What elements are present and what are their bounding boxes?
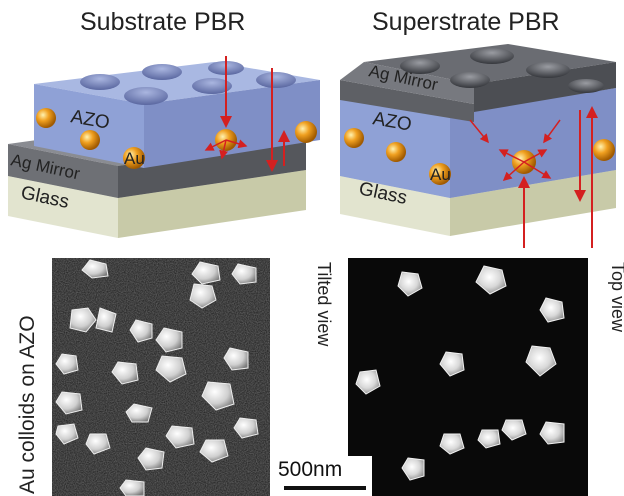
substrate-glass-front [8,176,118,238]
superstrate-dome [568,79,604,93]
scale-bar-line [284,486,366,490]
nanoparticle [111,361,139,385]
nanoparticle [475,265,507,295]
nanoparticle [137,447,165,471]
nanoparticle [95,307,117,333]
au-particle [80,130,100,150]
superstrate-glass-side [450,170,616,236]
substrate-stack: AZO Au Ag Mirror Glass [8,56,320,238]
pbr-schematics: AZO Au Ag Mirror Glass [8,44,616,248]
superstrate-dome [526,62,570,78]
scale-bar-label: 500nm [278,458,343,481]
substrate-glass-side [118,170,306,238]
nanoparticle [125,403,153,423]
superstrate-stack: Ag Mirror AZO Au Glass [340,44,616,248]
superstrate-mirror-side [474,62,616,112]
superstrate-mirror-slab [340,62,474,104]
nanoparticle [525,345,557,377]
tilted-view-label: Tilted view [314,262,334,347]
nanoparticle [355,369,381,395]
substrate-au-label: Au [124,149,145,168]
scatter-arrow [498,149,525,163]
nanoparticle [539,297,565,323]
superstrate-dome [470,48,514,64]
substrate-pbr-title: Substrate PBR [80,8,246,36]
substrate-azo-side [144,80,320,168]
nanoparticle [165,425,195,449]
substrate-mirror-front [8,144,118,198]
superstrate-mirror-front [340,80,474,122]
substrate-dome [192,78,232,94]
nanoparticle [155,355,187,383]
nanoparticle [55,423,79,445]
nanoparticle [199,439,229,463]
scatter-arrow [523,149,548,163]
nanoparticle [539,421,565,445]
nanoparticle [55,353,79,375]
sem-top-image [348,258,588,496]
substrate-dome [256,72,296,88]
nanoparticle [501,419,527,441]
nanoparticle [129,319,153,343]
nanoparticle [477,429,501,449]
nanoparticle [85,433,111,455]
au-particle [593,139,615,161]
nanoparticle [233,417,259,439]
superstrate-au-label: Au [430,165,451,184]
nanoparticle [119,479,145,496]
scatter-arrow [543,119,561,144]
top-view-label: Top view [608,262,624,333]
nanoparticle [439,433,465,455]
nanoparticle [191,261,221,285]
scatter-arrow [502,161,525,182]
nanoparticle [223,347,249,371]
substrate-dome [142,64,182,80]
nanoparticle [231,263,257,285]
au-particle [123,147,145,169]
scatter-arrow [469,119,489,144]
substrate-dome [80,74,120,90]
nanoparticle [55,391,83,415]
superstrate-mirror-top [364,44,616,84]
nanoparticle [81,259,109,279]
scale-bar: 500nm [276,456,372,496]
nanoparticle [201,381,235,411]
au-particle [36,108,56,128]
superstrate-dome [400,58,440,74]
nanoparticle [69,307,97,333]
substrate-mirror-side [118,138,306,198]
nanoparticle [155,327,183,353]
au-particle [429,163,451,185]
superstrate-glass-front [340,176,450,236]
nanoparticle [401,457,425,481]
au-particle [295,121,317,143]
scatter-arrow [219,139,229,160]
superstrate-pbr-title: Superstrate PBR [372,8,560,36]
nanoparticle [439,351,465,377]
au-particle [386,142,406,162]
nanoparticle [397,271,423,297]
superstrate-dome [450,72,490,88]
superstrate-azo-side [450,88,616,198]
scatter-arrow [204,139,227,151]
substrate-dome [124,87,168,105]
scatter-arrow [523,161,552,179]
nanoparticle [189,283,217,309]
substrate-azo-top [34,62,320,104]
substrate-azo-front [34,84,144,168]
scatter-arrow [225,139,248,149]
sem-tilted-image [52,258,270,496]
au-colloids-label: Au colloids on AZO [16,315,39,494]
au-particle [344,128,364,148]
